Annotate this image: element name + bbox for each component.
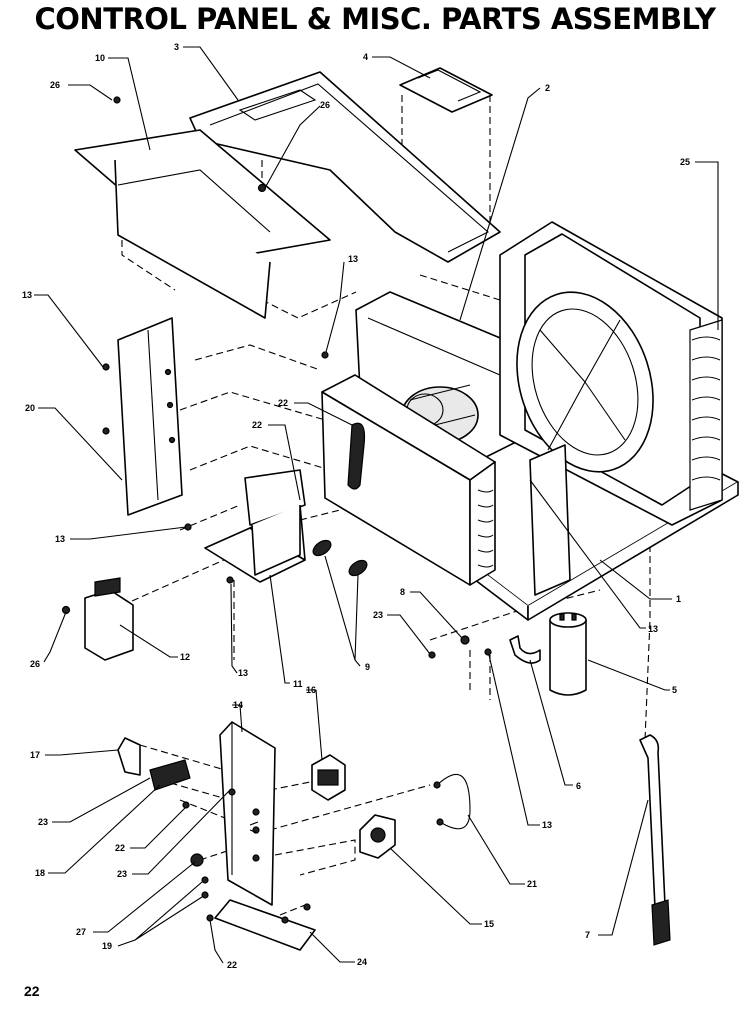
callout-16: 16 [306,685,316,695]
capacitor-part-5 [549,612,587,696]
box-part-4 [399,67,493,113]
page-title: CONTROL PANEL & MISC. PARTS ASSEMBLY [34,2,716,36]
callout-6: 6 [576,781,581,791]
top-cover-part-3 [189,71,501,263]
leader-lines [34,46,719,964]
callout-13-d: 13 [648,624,658,634]
sensing-bulb-part-21 [433,773,471,830]
evaporator-coil [321,374,571,596]
callout-labels: 10 3 4 26 26 2 25 13 13 20 22 22 13 1 13… [22,42,690,970]
switch-part-16 [311,754,346,801]
callout-21: 21 [527,879,537,889]
callout-5: 5 [672,685,677,695]
callout-1: 1 [676,594,681,604]
page-number: 22 [24,983,40,999]
callout-11: 11 [293,679,303,689]
callout-14: 14 [233,700,243,710]
relay-part-12 [61,577,134,661]
callout-26-a: 26 [50,80,60,90]
callout-9: 9 [365,662,370,672]
callout-26-b: 26 [320,100,330,110]
callout-2: 2 [545,83,550,93]
callout-13-e: 13 [238,668,248,678]
control-panel-cover-part-10 [74,96,331,319]
callout-7: 7 [585,930,590,940]
callout-27: 27 [76,927,86,937]
callout-13-b: 13 [348,254,358,264]
grommet-part-9 [312,539,368,577]
callout-24: 24 [357,957,367,967]
callout-18: 18 [35,868,45,878]
callout-22-b: 22 [252,420,262,430]
thermostat-part-15 [359,814,396,859]
callout-4: 4 [363,52,368,62]
callout-19: 19 [102,941,112,951]
control-panel-part-14 [219,721,276,906]
callout-23-a: 23 [373,610,383,620]
control-box-part-11 [204,469,306,583]
callout-13-a: 13 [22,290,32,300]
callout-15: 15 [484,919,494,929]
callout-20: 20 [25,403,35,413]
callout-22-d: 22 [227,960,237,970]
condenser-assembly-part-25 [499,221,723,526]
callout-22-a: 22 [278,398,288,408]
capacitor-bracket-part-6 [509,635,541,664]
callout-13-c: 13 [55,534,65,544]
callout-10: 10 [95,53,105,63]
callout-8: 8 [400,587,405,597]
callout-23-b: 23 [38,817,48,827]
callout-22-c: 22 [115,843,125,853]
side-bracket-part-20 [102,317,192,531]
bottom-bracket-part-24 [214,899,316,951]
callout-17: 17 [30,750,40,760]
callout-13-f: 13 [542,820,552,830]
misc-small-parts [117,737,214,922]
hardware-screws [226,351,492,659]
callout-3: 3 [174,42,179,52]
power-cord-part-7 [639,734,671,946]
callout-12: 12 [180,652,190,662]
callout-25: 25 [680,157,690,167]
callout-23-c: 23 [117,869,127,879]
callout-26-c: 26 [30,659,40,669]
